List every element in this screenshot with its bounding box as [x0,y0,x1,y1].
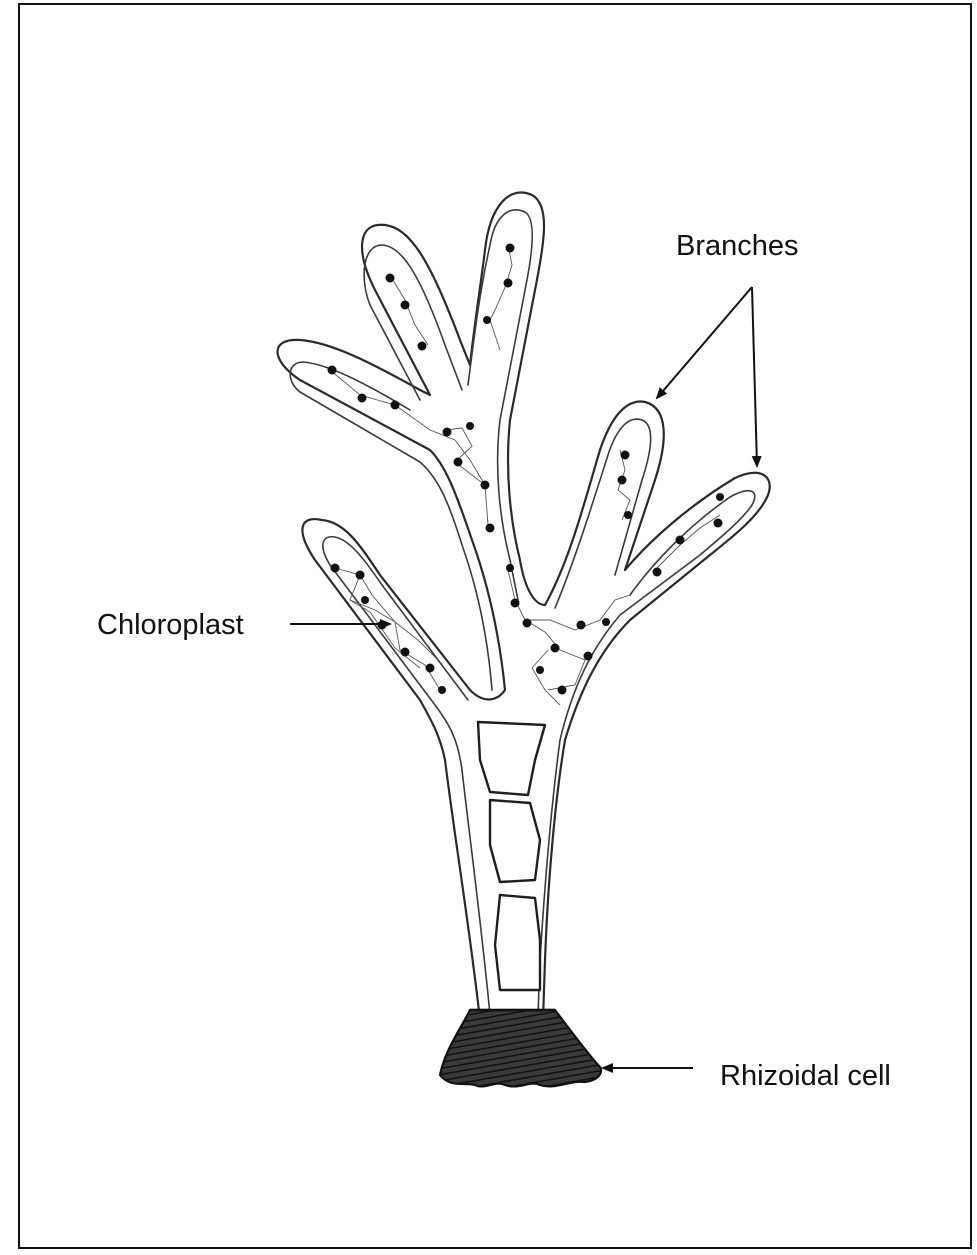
label-chloroplast-group: Chloroplast [97,609,390,641]
rhizoidal-cell [440,1010,601,1086]
branches-arrow-right [752,287,757,466]
label-rhizoidal-cell: Rhizoidal cell [720,1060,891,1092]
branches-arrow-left [657,287,752,398]
label-branches-group: Branches [657,230,799,466]
label-chloroplast: Chloroplast [97,609,244,641]
stalk-cell-middle [490,800,540,882]
stalk-cell-top [478,722,545,795]
label-branches: Branches [676,230,799,262]
stalk-cells [478,722,545,990]
stalk-cell-lower [495,895,540,990]
label-rhizoidal-group: Rhizoidal cell [603,1060,891,1092]
